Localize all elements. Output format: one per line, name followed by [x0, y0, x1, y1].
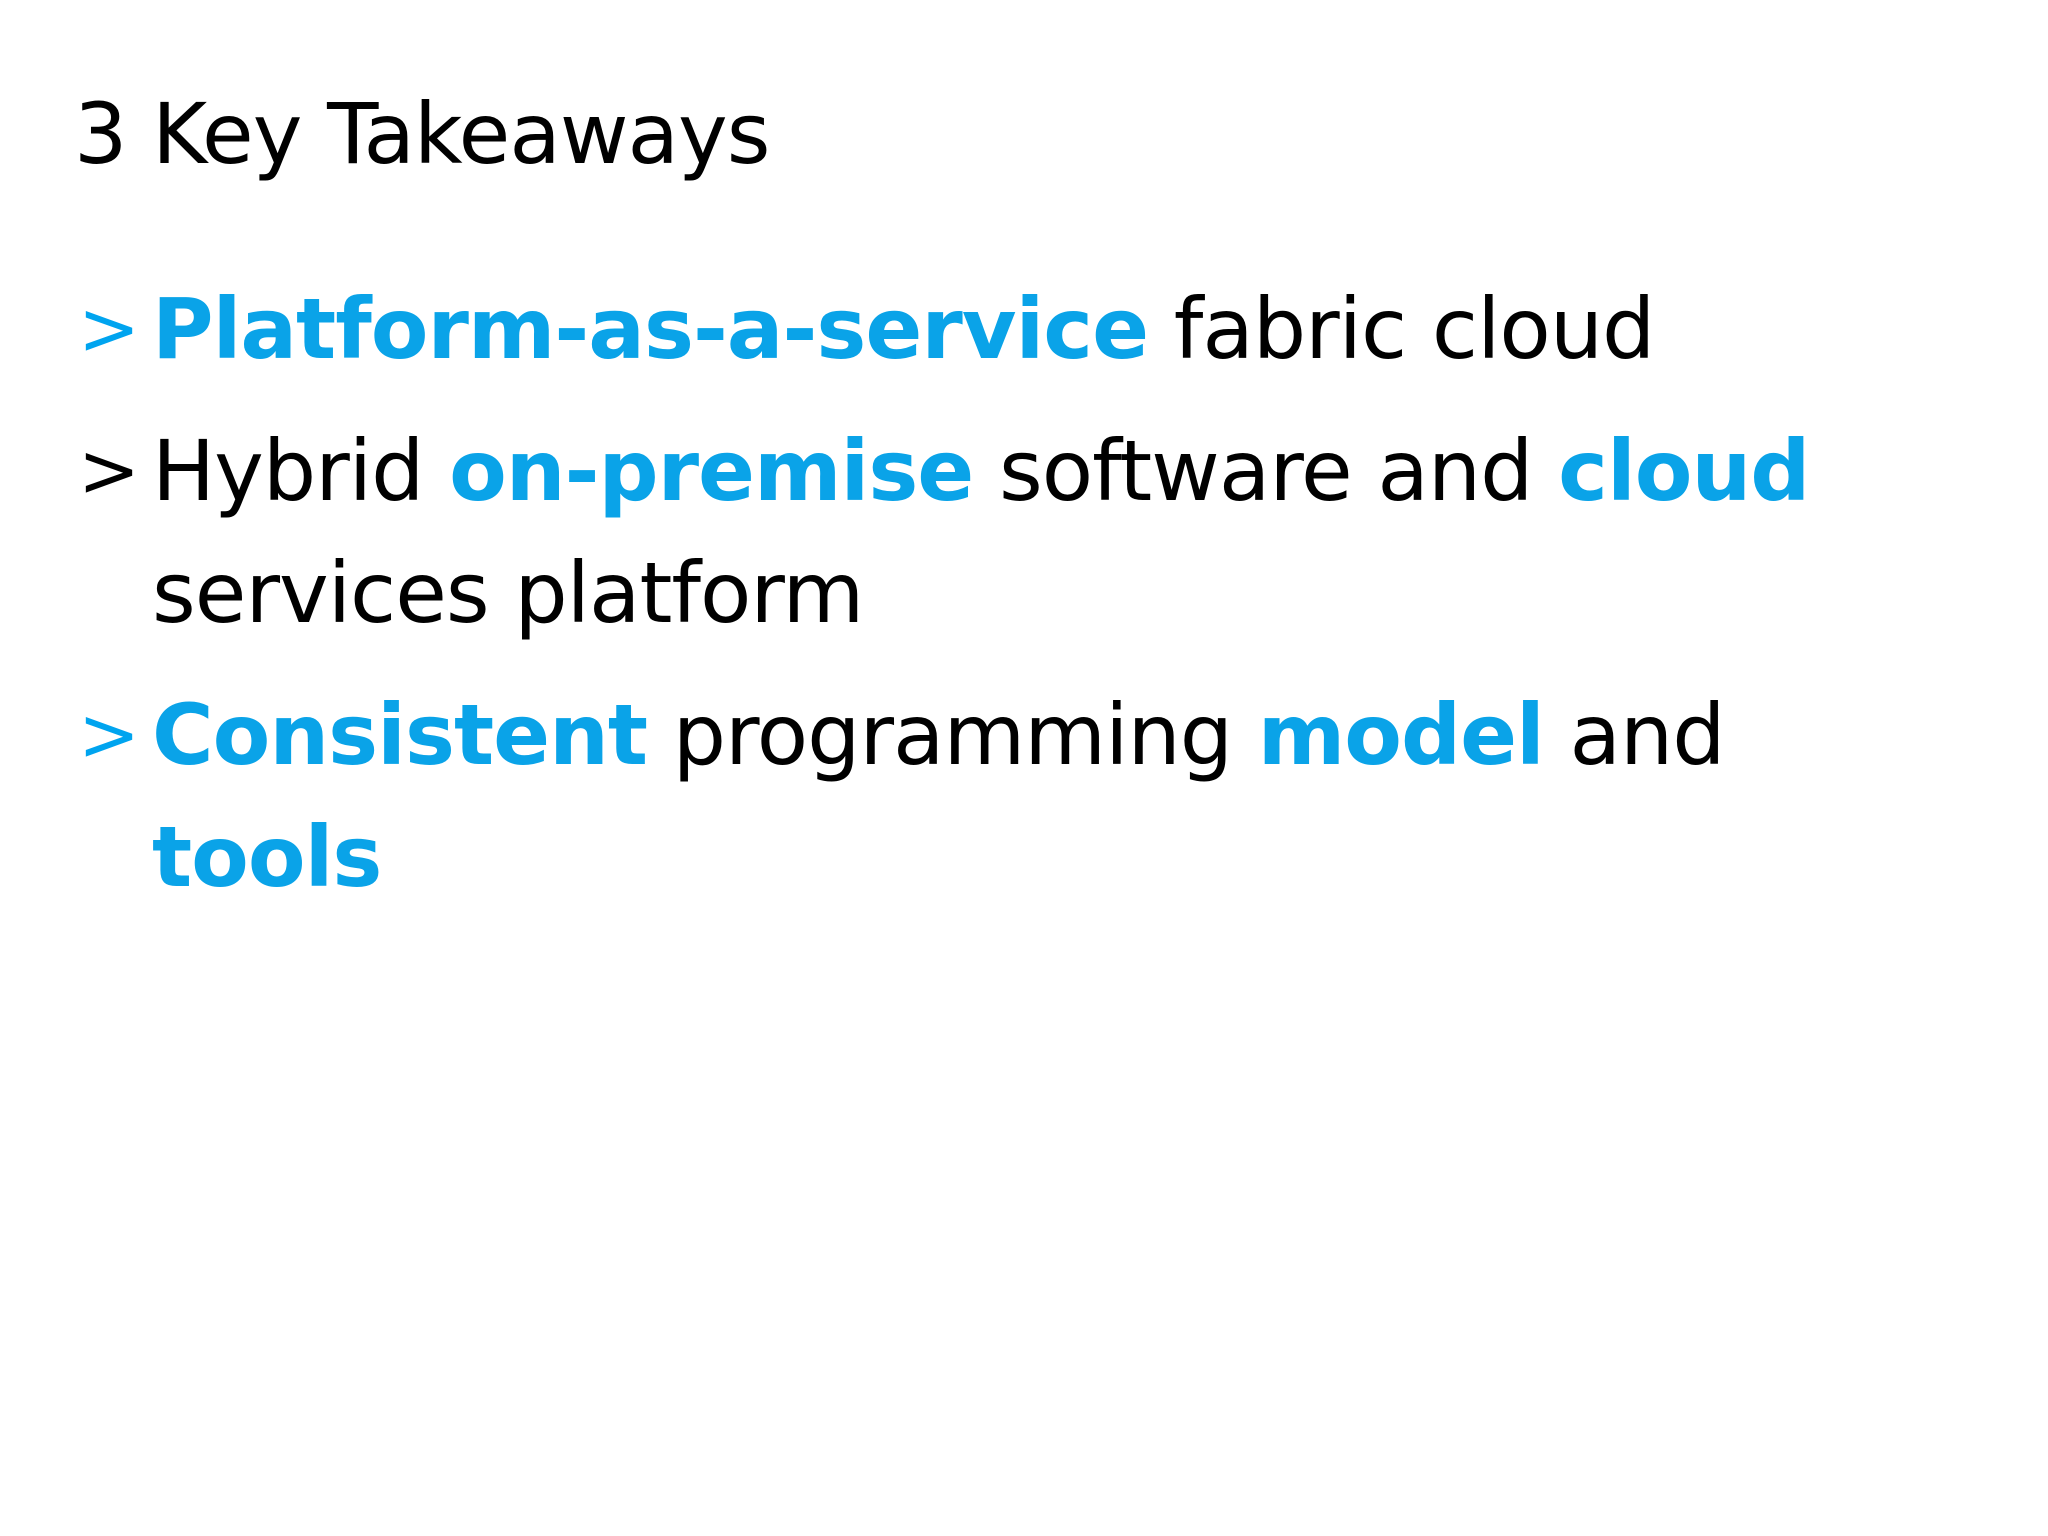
- takeaway-item: > Consistent programming model and tools: [78, 674, 1978, 918]
- highlight-text: tools: [152, 808, 382, 906]
- takeaway-item: > Platform-as-a-service fabric cloud: [78, 268, 1978, 390]
- plain-text: programming: [647, 686, 1258, 784]
- plain-text: services platform: [152, 544, 864, 642]
- plain-text: and: [1543, 686, 1726, 784]
- highlight-text: Platform-as-a-service: [152, 280, 1149, 378]
- chevron-right-icon: >: [78, 428, 140, 514]
- plain-text: Hybrid: [152, 422, 450, 520]
- plain-text: software and: [973, 422, 1559, 520]
- plain-text: fabric cloud: [1148, 280, 1656, 378]
- takeaway-item: > Hybrid on-premise software and cloud s…: [78, 410, 1978, 654]
- highlight-text: model: [1257, 686, 1545, 784]
- highlight-text: cloud: [1558, 422, 1810, 520]
- chevron-right-icon: >: [78, 286, 140, 372]
- highlight-text: Consistent: [152, 686, 648, 784]
- takeaways-list: > Platform-as-a-service fabric cloud > H…: [78, 268, 1978, 938]
- slide-title: 3 Key Takeaways: [74, 85, 770, 183]
- chevron-right-icon: >: [78, 692, 140, 778]
- highlight-text: on-premise: [449, 422, 974, 520]
